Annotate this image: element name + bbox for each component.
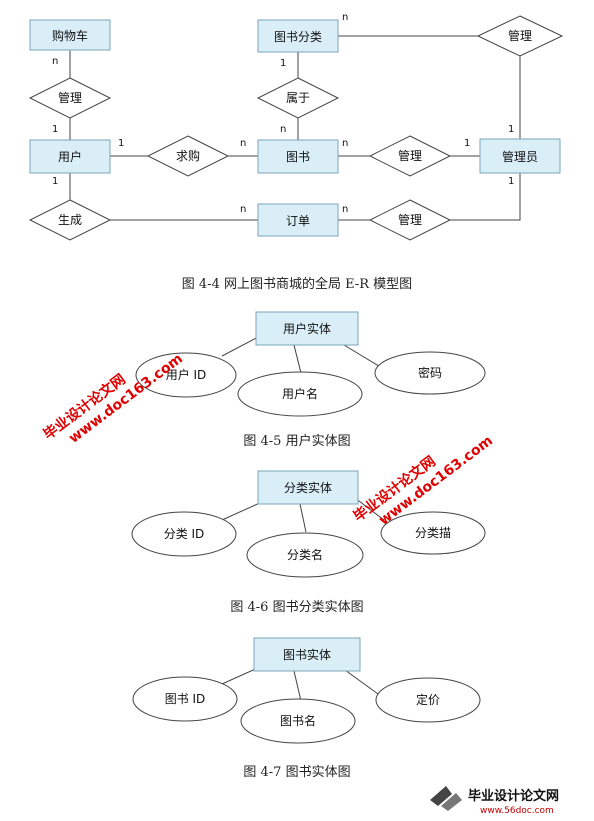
book-attr-price (375, 677, 481, 723)
relation-belongs: 属于 (256, 77, 340, 119)
category-attr-desc (380, 511, 486, 555)
entity-category: 图书分类 (257, 19, 339, 53)
entity-order: 订单 (257, 203, 339, 237)
entity-admin-label: 管理员 (502, 149, 538, 164)
category-attr-id (131, 511, 237, 557)
category-attr-desc-label: 分类描 (415, 526, 451, 540)
entity-user-label: 用户 (58, 149, 82, 164)
caption-fig-4-6: 图 4-6 图书分类实体图 (230, 600, 363, 615)
entity-category-label: 图书分类 (274, 30, 322, 44)
er-edges (69, 35, 521, 221)
card-admin-1-b: 1 (508, 124, 514, 135)
card-user-1-a: 1 (52, 124, 58, 135)
entity-book: 图书 (257, 139, 339, 174)
caption-fig-4-5: 图 4-5 用户实体图 (243, 433, 350, 449)
book-attr-price-label: 定价 (416, 692, 440, 707)
card-book-n-a: n (280, 124, 286, 135)
category-entity-title: 分类实体 (284, 480, 332, 495)
logo-cn: 毕业设计论文网 (468, 788, 559, 804)
entity-admin: 管理员 (479, 138, 561, 174)
card-book-n-b: n (240, 138, 246, 149)
user-entity-title: 用户实体 (283, 321, 331, 336)
site-logo: 毕业设计论文网 www.56doc.com (430, 786, 559, 816)
edge-manage-admin-bottom (450, 173, 521, 221)
user-attr-id-label: 用户 ID (166, 367, 207, 382)
category-entity-diagram: 分类实体 分类 ID 分类名 分类描 (131, 470, 486, 578)
card-cat-1: 1 (280, 58, 286, 69)
card-user-1-b: 1 (118, 138, 124, 149)
category-attr-id-label: 分类 ID (164, 527, 205, 541)
book-attr-name-label: 图书名 (280, 713, 316, 728)
relation-manage-user-cart-label: 管理 (58, 90, 82, 105)
relation-generate-label: 生成 (58, 213, 82, 227)
book-attr-id (132, 676, 238, 722)
user-attr-name (237, 371, 363, 417)
category-entity-box (257, 470, 359, 505)
card-admin-1-a: 1 (464, 138, 470, 149)
book-link-price (344, 669, 379, 695)
book-link-name (293, 670, 302, 702)
card-book-n-c: n (342, 138, 348, 149)
entity-order-label: 订单 (286, 214, 310, 228)
card-cart-n: n (52, 56, 58, 67)
user-link-name (293, 344, 302, 374)
card-admin-1-c: 1 (508, 176, 514, 187)
user-attr-pwd (374, 351, 486, 395)
relation-generate: 生成 (28, 199, 112, 241)
user-attr-pwd-label: 密码 (418, 365, 442, 380)
cardinality-labels: n 1 n 1 n 1 n n 1 1 1 1 n n (52, 12, 514, 215)
user-entity-box (255, 311, 359, 346)
relation-belongs-label: 属于 (286, 91, 310, 105)
relation-manage-admin-order-label: 管理 (398, 212, 422, 227)
entity-user: 用户 (29, 139, 111, 174)
caption-fig-4-4: 图 4-4 网上图书商城的全局 E-R 模型图 (182, 276, 412, 292)
entity-book-label: 图书 (286, 150, 310, 164)
user-entity-diagram: 用户实体 用户 ID 用户名 密码 (135, 311, 486, 417)
card-order-n-a: n (240, 204, 246, 215)
book-entity-diagram: 图书实体 图书 ID 图书名 定价 (132, 637, 481, 744)
category-link-name (299, 503, 307, 533)
card-user-1-c: 1 (52, 176, 58, 187)
category-attr-name-label: 分类名 (287, 547, 323, 562)
caption-fig-4-7: 图 4-7 图书实体图 (243, 765, 350, 780)
book-entity-title: 图书实体 (283, 647, 331, 662)
relation-manage-admin-book: 管理 (368, 135, 452, 177)
entity-cart: 购物车 (29, 19, 111, 51)
relation-manage-admin-order: 管理 (368, 199, 452, 241)
relation-manage-admin-category: 管理 (476, 15, 564, 57)
card-cat-n: n (342, 12, 348, 23)
logo-mark-icon (430, 786, 462, 811)
book-attr-id-label: 图书 ID (165, 692, 206, 706)
relation-buy: 求购 (146, 135, 230, 177)
user-attr-id (135, 352, 237, 398)
relation-manage-admin-category-label: 管理 (508, 28, 532, 43)
relation-buy-label: 求购 (176, 148, 200, 163)
user-attr-name-label: 用户名 (282, 386, 318, 401)
category-attr-name (246, 532, 364, 578)
logo-url: www.56doc.com (480, 806, 554, 816)
card-order-n-b: n (342, 204, 348, 215)
book-attr-name (240, 698, 356, 744)
category-link-desc (354, 497, 385, 521)
relation-manage-user-cart: 管理 (28, 77, 112, 119)
book-entity-box (253, 637, 361, 672)
watermark-left: 毕业设计论文网 www.doc163.com (40, 351, 186, 447)
user-link-pwd (343, 344, 383, 369)
category-link-id (221, 501, 263, 521)
relation-manage-admin-book-label: 管理 (398, 148, 422, 163)
entity-cart-label: 购物车 (52, 28, 88, 43)
